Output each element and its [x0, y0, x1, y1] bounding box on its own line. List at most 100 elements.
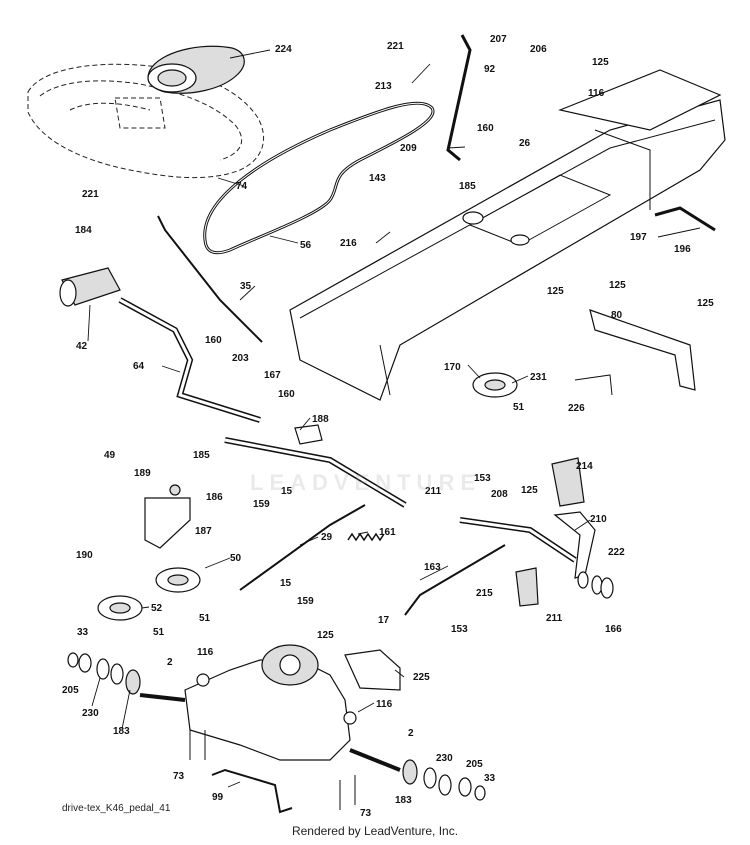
callout-163: 163 [424, 562, 441, 573]
callout-73b: 73 [360, 808, 372, 819]
callout-64: 64 [133, 361, 145, 372]
callout-159: 159 [253, 499, 270, 510]
frame [289, 69, 726, 401]
belt-56 [203, 101, 435, 255]
callout-186: 186 [206, 492, 223, 503]
callout-197: 197 [630, 232, 647, 243]
callout-33b: 33 [484, 773, 496, 784]
callout-52: 52 [151, 603, 163, 614]
pedal-210 [551, 457, 596, 579]
callout-231: 231 [530, 372, 547, 383]
callout-125: 125 [592, 57, 609, 68]
callout-189: 189 [134, 468, 151, 479]
rod-35 [157, 215, 263, 343]
bracket-225 [344, 649, 401, 691]
callout-216: 216 [340, 238, 357, 249]
callout-166: 166 [605, 624, 622, 635]
callout-80: 80 [611, 310, 623, 321]
callout-56: 56 [300, 240, 312, 251]
callout-203: 203 [232, 353, 249, 364]
callout-170: 170 [444, 362, 461, 373]
callout-230: 230 [82, 708, 99, 719]
callout-213: 213 [375, 81, 392, 92]
callout-209: 209 [400, 143, 417, 154]
rod-29 [239, 504, 366, 591]
callout-215: 215 [476, 588, 493, 599]
callout-143: 143 [369, 173, 386, 184]
pedal-shaft [404, 517, 577, 616]
grip-42 [59, 267, 261, 423]
shift-lever-209 [446, 34, 472, 162]
callout-51b: 51 [199, 613, 211, 624]
callout-185: 185 [459, 181, 476, 192]
callout-2b: 2 [408, 728, 414, 739]
callout-73: 73 [173, 771, 185, 782]
washers-right [577, 571, 614, 599]
watermark: LEADVENTURE [250, 470, 482, 495]
callout-125b: 125 [609, 280, 626, 291]
pulley-52 [97, 595, 143, 621]
callout-190: 190 [76, 550, 93, 561]
callout-183b: 183 [395, 795, 412, 806]
callout-160: 160 [477, 123, 494, 134]
callout-161: 161 [379, 527, 396, 538]
spring-161 [347, 532, 385, 542]
callout-26: 26 [519, 138, 531, 149]
rod-197 [654, 206, 716, 232]
callout-196: 196 [674, 244, 691, 255]
callout-222: 222 [608, 547, 625, 558]
leaders [87, 49, 701, 788]
callout-221b: 221 [82, 189, 99, 200]
callout-15: 15 [281, 486, 293, 497]
washers-bottom-right [402, 759, 486, 801]
callout-208: 208 [491, 489, 508, 500]
diagram-label: drive-tex_K46_pedal_41 [62, 803, 171, 814]
callout-185b: 185 [193, 450, 210, 461]
rod-99 [211, 768, 293, 814]
callout-42: 42 [76, 341, 88, 352]
credit-line: Rendered by LeadVenture, Inc. [291, 824, 459, 838]
callout-184: 184 [75, 225, 92, 236]
callout-225: 225 [413, 672, 430, 683]
callout-17: 17 [378, 615, 390, 626]
callout-153: 153 [474, 473, 491, 484]
cross-shaft-188 [224, 424, 407, 508]
callout-49: 49 [104, 450, 116, 461]
callout-2: 2 [167, 657, 173, 668]
pulley-231 [472, 372, 518, 398]
callout-125d: 125 [697, 298, 714, 309]
bracket-189 [144, 484, 191, 549]
washers-left [67, 652, 141, 695]
callout-205: 205 [62, 685, 79, 696]
callout-125f: 125 [317, 630, 334, 641]
bolts-73 [189, 730, 356, 810]
callout-74: 74 [236, 181, 248, 192]
callout-99: 99 [212, 792, 224, 803]
callout-125c: 125 [547, 286, 564, 297]
console-224 [147, 45, 245, 94]
callout-51: 51 [513, 402, 525, 413]
callout-211: 211 [425, 486, 442, 497]
callout-51c: 51 [153, 627, 165, 638]
callout-33: 33 [77, 627, 89, 638]
callout-116: 116 [588, 88, 605, 99]
callout-167: 167 [264, 370, 281, 381]
callout-159b: 159 [297, 596, 314, 607]
callout-125e: 125 [521, 485, 538, 496]
callout-187: 187 [195, 526, 212, 537]
callout-29: 29 [321, 532, 333, 543]
callout-92: 92 [484, 64, 496, 75]
callout-214: 214 [576, 461, 593, 472]
pulley-50 [155, 567, 201, 593]
transaxle [139, 644, 401, 772]
callout-15b: 15 [280, 578, 292, 589]
callout-224: 224 [275, 44, 292, 55]
callout-226: 226 [568, 403, 585, 414]
callout-210: 210 [590, 514, 607, 525]
callout-160c: 160 [278, 389, 295, 400]
callout-183: 183 [113, 726, 130, 737]
callout-211b: 211 [546, 613, 563, 624]
callout-labels: 224 221 213 207 206 125 92 116 160 26 20… [62, 34, 714, 819]
callout-160b: 160 [205, 335, 222, 346]
